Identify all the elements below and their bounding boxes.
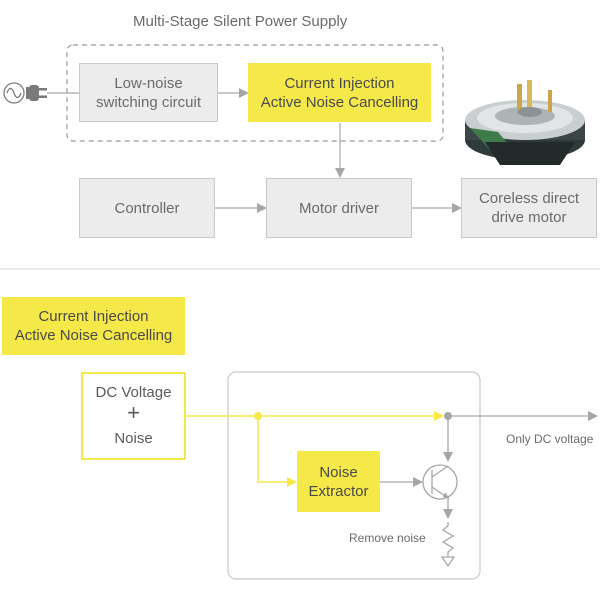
plug-icon [26,85,47,101]
motor-image [465,80,585,165]
cianc-box-top: Current Injection Active Noise Cancellin… [248,63,431,122]
ground-icon [440,556,456,568]
noise-label: Noise [114,430,153,447]
gray-junction-dot [444,412,452,420]
motor-driver-box: Motor driver [266,178,412,238]
input-signal-box: DC Voltage + Noise [81,372,186,460]
cianc-box-bottom: Current Injection Active Noise Cancellin… [2,297,185,355]
dc-voltage-label: DC Voltage [95,384,172,401]
only-dc-voltage-label: Only DC voltage [506,432,594,446]
noise-extractor-box: Noise Extractor [297,451,380,512]
transistor-icon [422,464,458,500]
low-noise-switching-box: Low-noise switching circuit [79,63,218,122]
circuit-frame [227,371,481,580]
motor-box: Coreless direct drive motor [461,178,597,238]
ac-source-icon [3,82,25,104]
controller-box: Controller [79,178,215,238]
plus-sign: + [127,400,140,425]
yellow-branch-line [257,416,297,487]
remove-noise-label: Remove noise [349,531,426,545]
resistor-icon [441,522,455,556]
diagram-title: Multi-Stage Silent Power Supply [133,13,348,30]
power-supply-dashed-frame [66,44,444,142]
